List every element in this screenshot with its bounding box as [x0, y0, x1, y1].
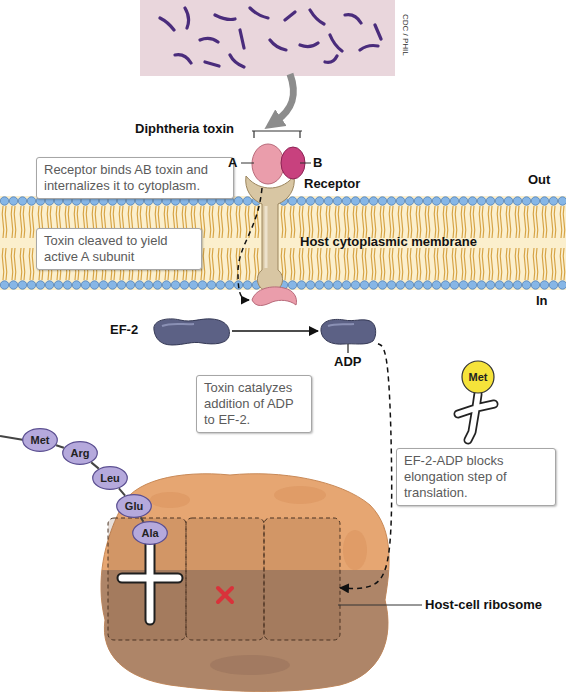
amino-acid-oval: Arg: [62, 441, 98, 465]
lipid-bilayer: [0, 196, 566, 290]
part-label: Receptor: [304, 176, 360, 191]
node-text: Glu: [125, 500, 143, 512]
illustration-part: [133, 522, 168, 545]
receptor-highlight: [265, 206, 268, 268]
micrograph-background: [140, 0, 395, 76]
callout-box: Toxin catalyzes addition of ADP to EF-2.: [196, 375, 312, 433]
ef2-protein-shape: [150, 316, 232, 346]
node-text: Ala: [141, 527, 158, 539]
illustration-part: [162, 324, 194, 326]
callout-box: Toxin cleaved to yield active A subunit: [36, 228, 202, 270]
node-text: Toxin catalyzes addition of ADP to EF-2.: [204, 380, 304, 428]
illustration-part: [338, 605, 422, 606]
ef2-adp-protein: ADP: [318, 316, 378, 346]
illustration-part: [108, 518, 186, 640]
illustration-part: [101, 474, 389, 692]
part-label: Host cytoplasmic membrane: [300, 234, 477, 249]
amino-acid-oval: Glu: [116, 494, 152, 518]
illustration-part: [63, 442, 98, 465]
part-label: Out: [528, 172, 550, 187]
node-text: Leu: [100, 472, 120, 484]
part-label: ADP: [334, 354, 361, 369]
connector: [56, 445, 64, 447]
node-text: EF-2-ADP blocks elongation step of trans…: [404, 453, 548, 501]
node-text: Receptor binds AB toxin and internalizes…: [44, 162, 226, 194]
illustration-part: [328, 324, 354, 326]
callout-box: EF-2-ADP blocks elongation step of trans…: [396, 448, 556, 506]
connector: [119, 488, 125, 495]
illustration-part: [93, 467, 128, 490]
amino-acid-circle: Met: [461, 360, 495, 394]
illustration-part: [274, 486, 326, 504]
receptor-protein: [246, 176, 295, 292]
illustration-part: [154, 319, 230, 345]
illustration-part: [101, 570, 389, 691]
part-label: B: [313, 155, 322, 170]
illustration-part: [321, 319, 376, 344]
node-text: Toxin cleaved to yield active A subunit: [44, 233, 194, 265]
ef2-protein: EF-2: [150, 316, 232, 346]
illustration-part: [210, 655, 290, 675]
toxin-a-subunit: [252, 144, 284, 184]
illustration-part: [218, 588, 232, 602]
illustration-part: [150, 492, 190, 508]
toxin-bracket: [252, 131, 302, 138]
illustration-part: [264, 518, 340, 640]
illustration-part: [347, 344, 348, 353]
illustration-part: [186, 518, 264, 640]
node-text: Met: [31, 434, 50, 446]
leader-line: [241, 163, 311, 164]
credit-watermark: CDC / PHIL: [401, 14, 410, 56]
peptide-chain-end: [0, 436, 24, 440]
illustration-part: [343, 530, 367, 570]
connector: [141, 517, 144, 522]
node-text: Met: [469, 371, 488, 383]
trna-outline: [458, 394, 494, 440]
part-label: In: [536, 293, 548, 308]
connector: [91, 462, 99, 468]
part-label: Diphtheria toxin: [135, 121, 234, 136]
callout-box: Receptor binds AB toxin and internalizes…: [36, 157, 234, 199]
amino-acid-oval: Ala: [132, 521, 168, 545]
amino-acid-oval: Met: [22, 428, 58, 452]
illustration-part: [462, 361, 494, 393]
connector: [232, 330, 318, 332]
connector: [340, 344, 392, 589]
node-text: Arg: [71, 447, 90, 459]
illustration-part: [117, 495, 152, 518]
illustration-part: [23, 429, 58, 452]
micrograph: [140, 0, 395, 76]
trna-body: [458, 394, 494, 440]
part-label: A: [228, 155, 237, 170]
source-arrow: [276, 74, 294, 121]
internalization-arrow: [238, 188, 262, 300]
part-label: Host-cell ribosome: [425, 597, 542, 612]
ef2-adp-protein-shape: [318, 316, 378, 346]
part-label: EF-2: [110, 322, 138, 337]
bacteria-rods: [160, 8, 381, 67]
amino-acid-oval: Leu: [92, 466, 128, 490]
active-a-subunit: [252, 287, 297, 306]
